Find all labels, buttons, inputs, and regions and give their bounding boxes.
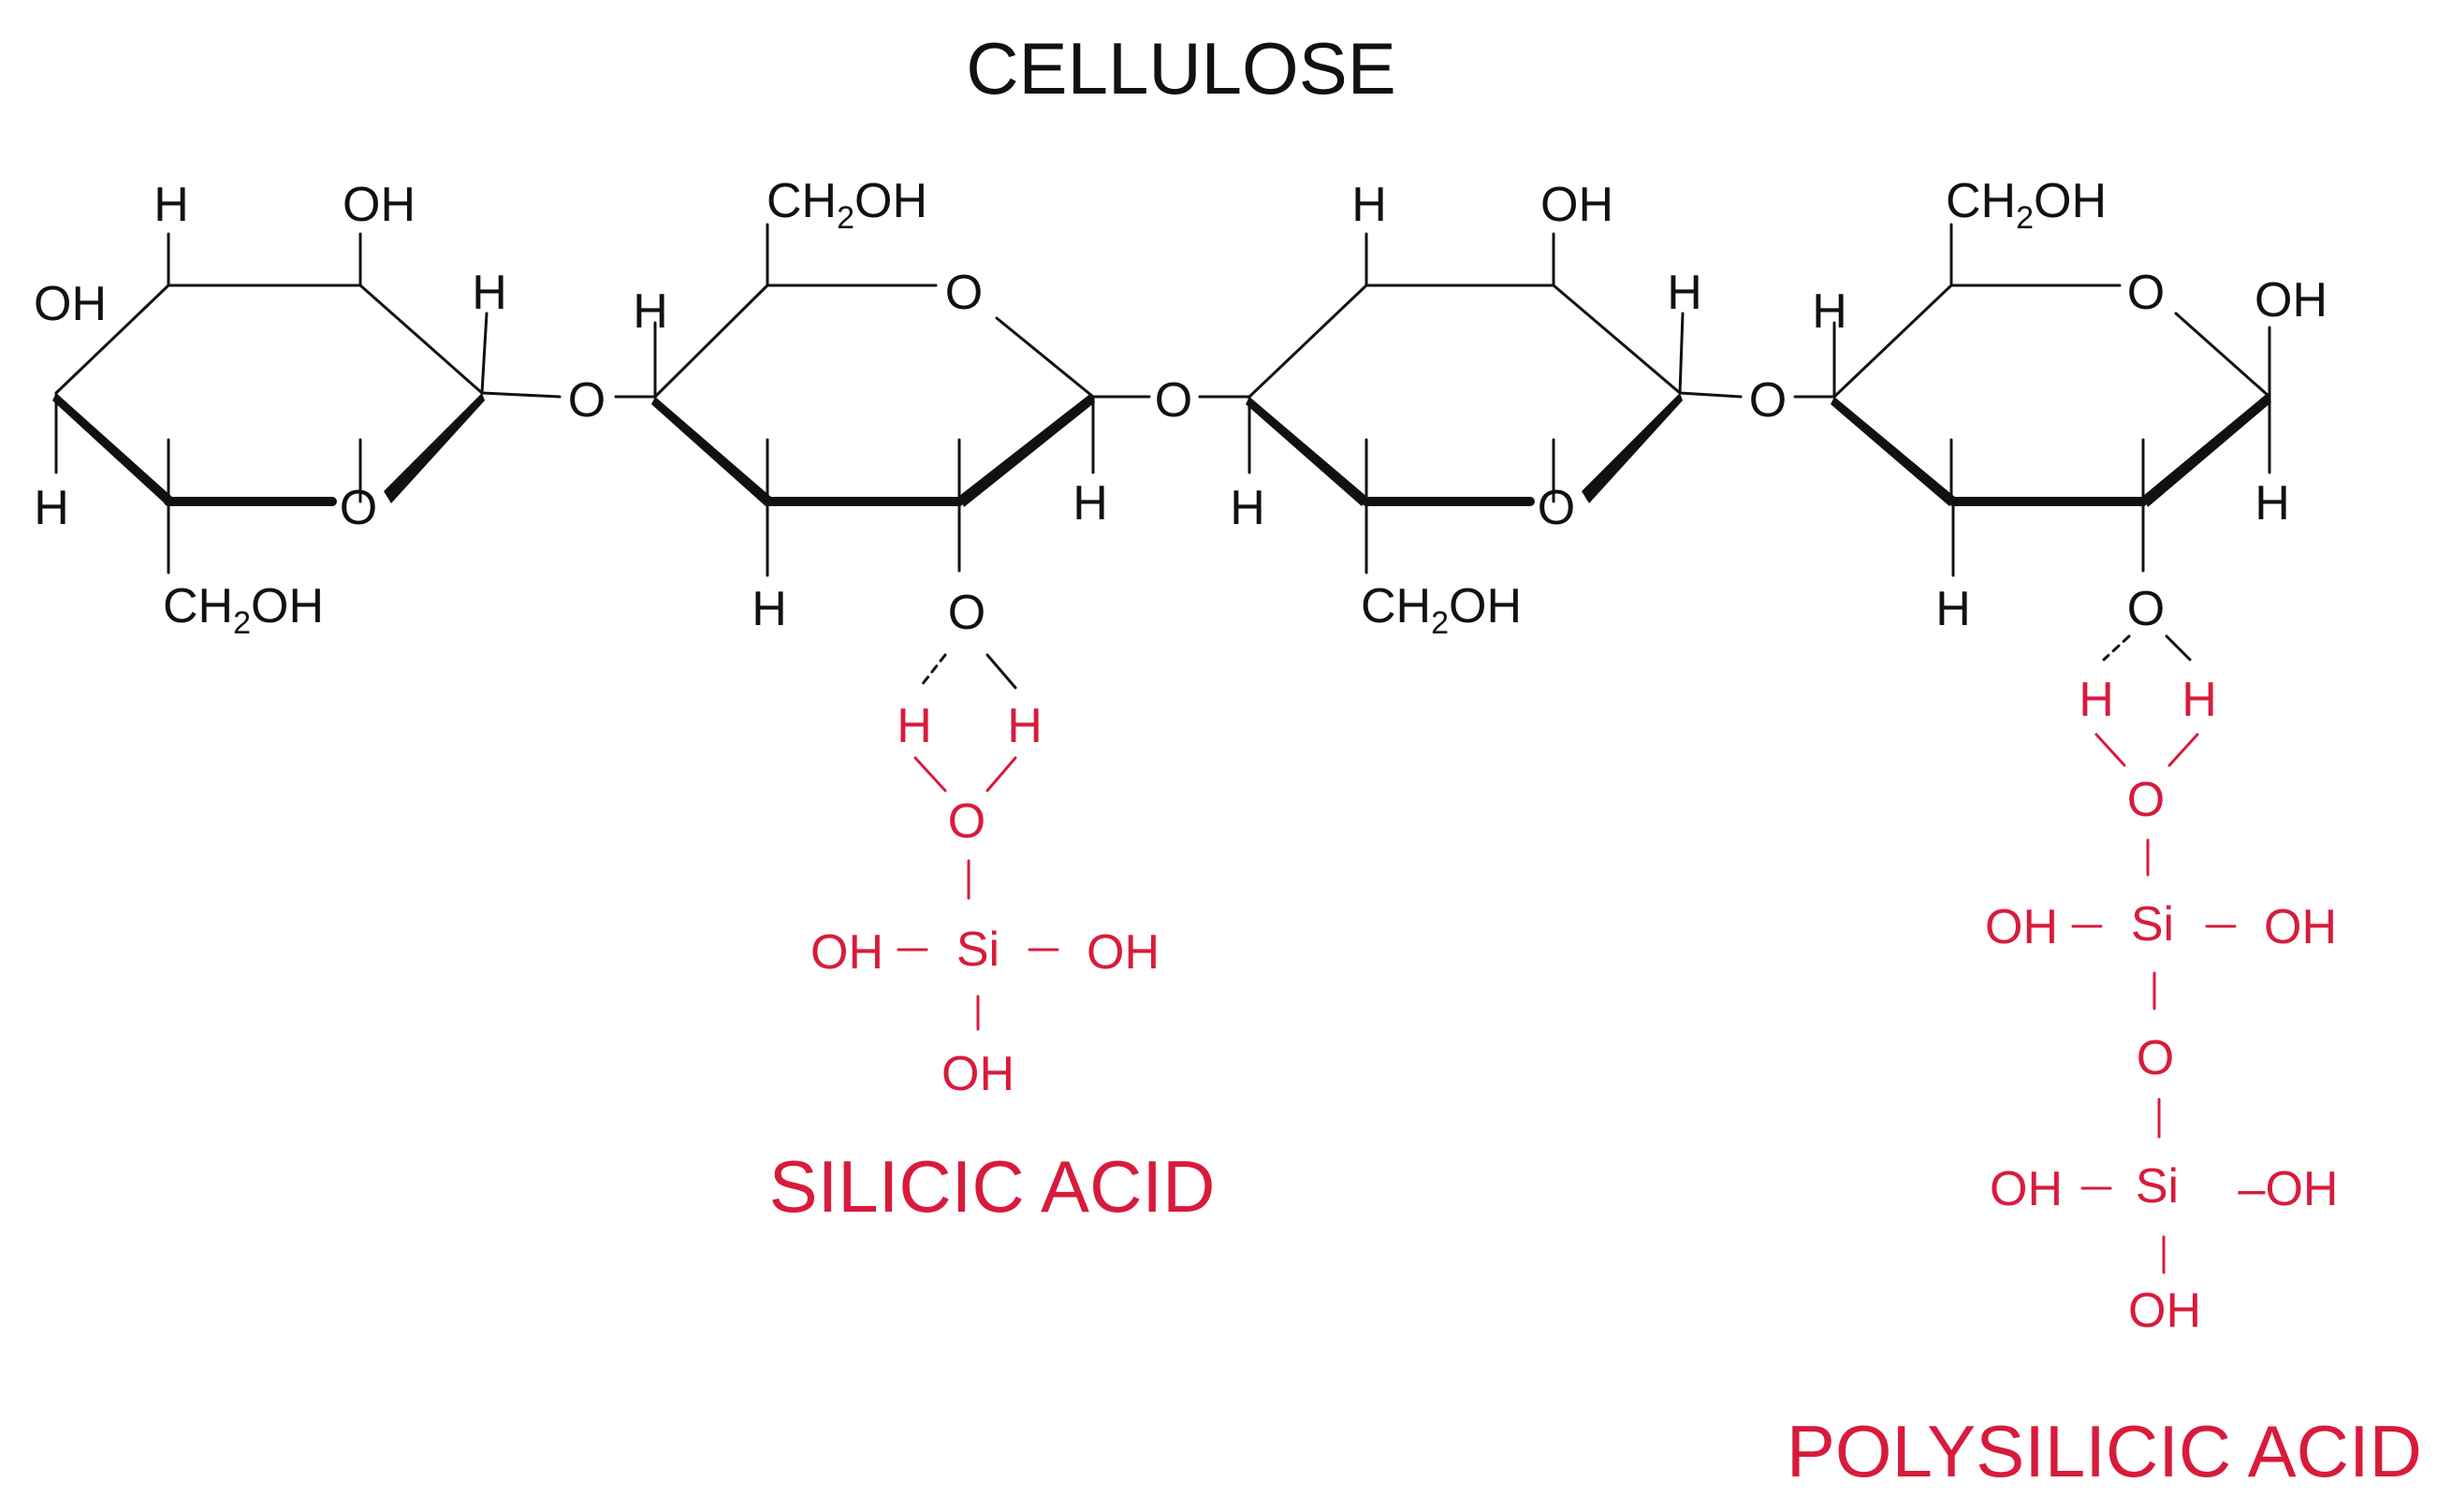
ring4-h-right: H: [2255, 476, 2290, 531]
glycosidic-oxygen-3: O: [1749, 373, 1787, 428]
ring3-h-right: H: [1667, 266, 1702, 320]
wedge-bond: [2143, 393, 2271, 507]
ring1-h-top-left: H: [153, 178, 189, 232]
silicic-oh-bottom: OH: [941, 1047, 1014, 1101]
polysilicic-oh-right-1: OH: [2264, 900, 2337, 954]
ring3-oh-top-right: OH: [1540, 178, 1613, 232]
polysilicic-oh-right-2: –OH: [2239, 1162, 2339, 1216]
ring4-lower-oxygen: O: [2127, 582, 2165, 636]
cellulose-chain: H OH OH H H O CH2OH O CH2OH H O: [34, 174, 2328, 641]
polysilicic-h-right: H: [2182, 673, 2217, 727]
glucose-ring-1: [52, 232, 562, 574]
wedge-bond: [1246, 397, 1368, 506]
diagram-title: CELLULOSE: [966, 27, 1396, 109]
silicic-si: Si: [956, 923, 1000, 977]
ring3-h-top-left: H: [1351, 178, 1387, 232]
ring2-h-left: H: [633, 284, 668, 339]
glycosidic-oxygen-2: O: [1155, 373, 1192, 428]
ring4-ch2oh: CH2OH: [1946, 174, 2107, 236]
ring1-ch2oh: CH2OH: [163, 579, 324, 641]
ring4-h-bottom: H: [1935, 582, 1971, 636]
silicic-acid-molecule: H H O OH Si OH OH SILICIC ACID: [769, 653, 1216, 1228]
glycosidic-oxygen-1: O: [568, 373, 606, 428]
ring4-oh-right: OH: [2255, 273, 2328, 327]
polysilicic-h-left: H: [2079, 673, 2114, 727]
polysilicic-si-2: Si: [2136, 1159, 2179, 1214]
silicic-oxygen: O: [948, 794, 985, 849]
ring4-h-left: H: [1812, 284, 1847, 339]
ring2-lower-oxygen: O: [948, 586, 985, 640]
wedge-bond: [52, 393, 173, 505]
ring2-h-bottom: H: [752, 582, 787, 636]
polysilicic-si-1: Si: [2131, 897, 2174, 952]
ring2-h-right: H: [1073, 476, 1108, 531]
silicic-acid-label: SILICIC ACID: [769, 1145, 1216, 1228]
ring2-ch2oh: CH2OH: [766, 174, 927, 236]
ring1-oh-left: OH: [34, 277, 107, 331]
wedge-bond: [959, 393, 1095, 507]
ring3-ring-oxygen: O: [1538, 481, 1575, 535]
ring3-ch2oh: CH2OH: [1361, 579, 1522, 641]
polysilicic-oh-left-1: OH: [1985, 900, 2058, 954]
glucose-ring-4: [1831, 223, 2271, 577]
wedge-bond: [384, 393, 485, 503]
wedge-bond: [1831, 397, 1956, 506]
wedge-bond: [651, 397, 772, 506]
ring4-ring-oxygen: O: [2127, 266, 2165, 320]
glucose-ring-2: [651, 223, 1151, 577]
polysilicic-oh-left-2: OH: [1990, 1162, 2063, 1216]
ring1-h-bottom-left: H: [34, 481, 69, 535]
silicic-h-left: H: [897, 699, 932, 753]
ring1-oh-top-right: OH: [343, 178, 416, 232]
silicic-h-right: H: [1007, 699, 1043, 753]
ring3-h-left: H: [1230, 481, 1265, 535]
silicic-oh-right: OH: [1087, 925, 1160, 980]
polysilicic-acid-label: POLYSILICIC ACID: [1787, 1410, 2422, 1492]
polysilicic-oxygen-bridge: O: [2137, 1031, 2174, 1085]
polysilicic-acid-molecule: H H O OH Si OH O OH Si –OH OH POLYSILICI…: [1787, 634, 2422, 1492]
polysilicic-oh-bottom: OH: [2128, 1284, 2201, 1338]
wedge-bond: [1582, 393, 1683, 503]
ring1-ring-oxygen: O: [340, 481, 377, 535]
silicic-oh-left: OH: [810, 925, 883, 980]
polysilicic-oxygen-top: O: [2127, 773, 2165, 827]
ring1-h-right: H: [472, 266, 507, 320]
glucose-ring-3: [1246, 232, 1743, 574]
ring2-ring-oxygen: O: [945, 266, 983, 320]
